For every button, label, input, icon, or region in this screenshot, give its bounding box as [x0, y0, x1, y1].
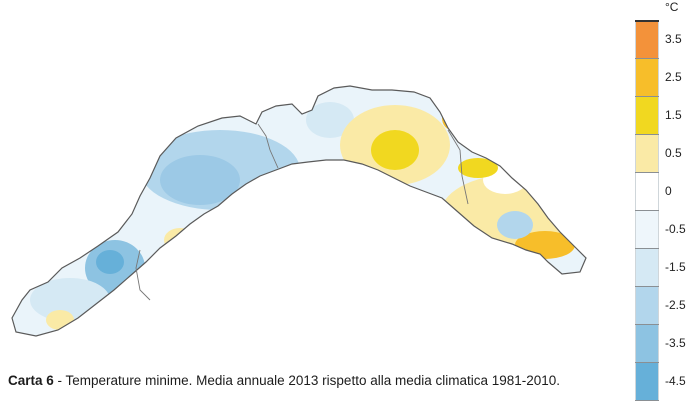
province-borders	[135, 123, 469, 301]
legend-band	[635, 58, 659, 96]
legend-tick-label: 1.5	[665, 108, 682, 122]
legend-tick	[635, 58, 659, 59]
legend-band	[635, 134, 659, 172]
legend-tick-label: -2.5	[665, 298, 686, 312]
legend-tick-label: -0.5	[665, 222, 686, 236]
legend-tick	[635, 210, 659, 211]
legend-band	[635, 172, 659, 210]
legend-tick-label: 0.5	[665, 146, 682, 160]
legend-band	[635, 362, 659, 400]
legend-band	[635, 20, 659, 58]
legend-band	[635, 248, 659, 286]
caption-label: Carta 6	[8, 373, 54, 388]
legend-tick	[635, 172, 659, 173]
color-legend: °C 3.5 2.5 1.5 0.5 0 -0.5 -1.5 -2.5 -3.5 -4.5	[625, 0, 694, 413]
legend-tick	[635, 20, 659, 22]
legend-tick	[635, 286, 659, 287]
legend-tick-label: 3.5	[665, 32, 682, 46]
legend-tick-label: -1.5	[665, 260, 686, 274]
border-imperia-savona	[135, 249, 151, 301]
legend-tick	[635, 400, 659, 401]
legend-band	[635, 286, 659, 324]
legend-tick	[635, 324, 659, 325]
legend-tick-label: -4.5	[665, 374, 686, 388]
legend-band	[635, 210, 659, 248]
legend-tick	[635, 362, 659, 363]
legend-unit: °C	[665, 0, 679, 14]
region-outline	[11, 85, 587, 337]
legend-band	[635, 324, 659, 362]
legend-tick-label: 2.5	[665, 70, 682, 84]
legend-tick	[635, 96, 659, 97]
border-savona-genova	[257, 123, 279, 169]
legend-tick-label: 0	[665, 184, 672, 198]
caption-text: - Temperature minime. Media annuale 2013…	[53, 373, 561, 388]
liguria-temperature-map	[11, 85, 587, 337]
temperature-anomaly-fill	[12, 86, 586, 336]
border-genova-laspezia	[447, 129, 469, 205]
legend-tick	[635, 134, 659, 135]
legend-tick	[635, 248, 659, 249]
legend-band	[635, 96, 659, 134]
map-caption: Carta 6 - Temperature minime. Media annu…	[8, 372, 608, 390]
legend-tick-label: -3.5	[665, 336, 686, 350]
